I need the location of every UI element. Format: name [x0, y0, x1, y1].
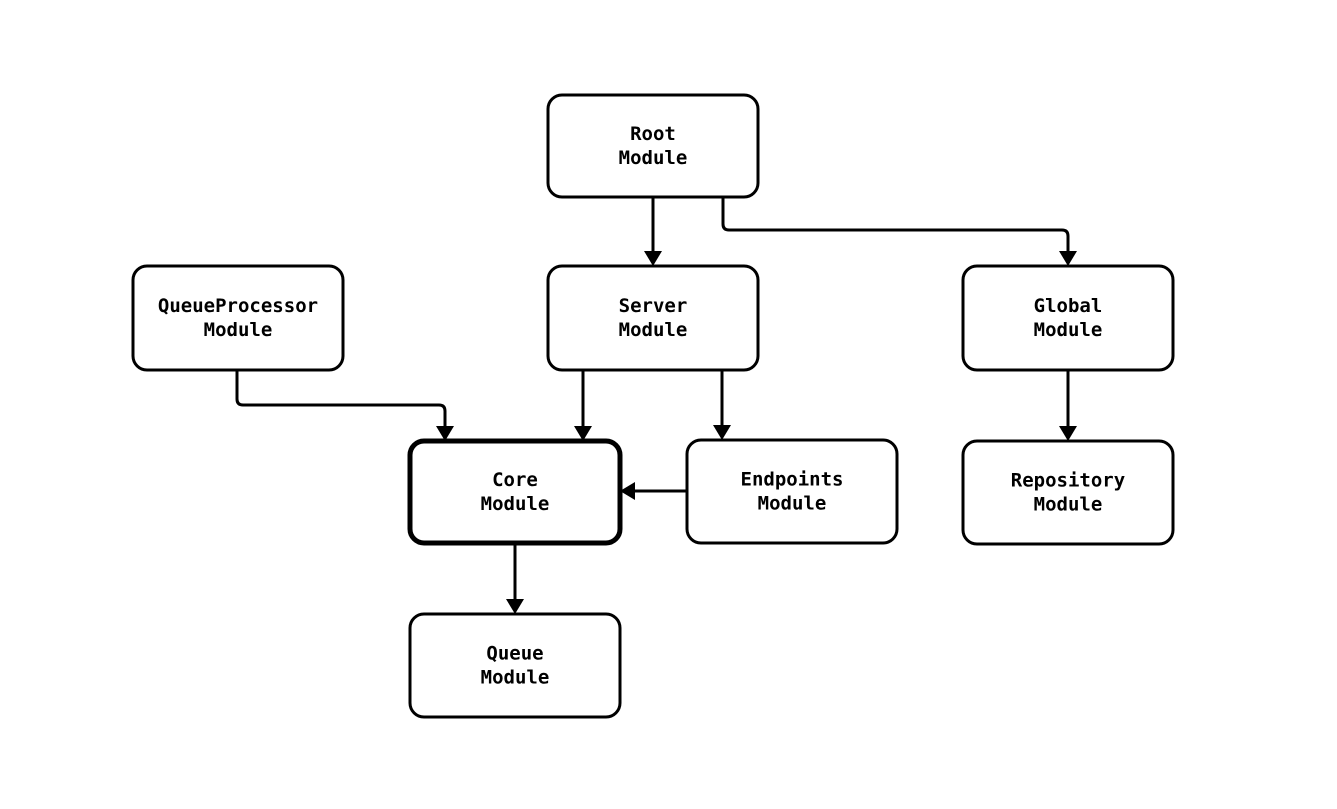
- edge-root-to-global: [721, 197, 1077, 266]
- node-label-line2: Module: [1034, 318, 1103, 340]
- node-label-line1: Server: [619, 295, 688, 317]
- node-label-line2: Module: [481, 666, 550, 688]
- node-box[interactable]: [546, 264, 760, 372]
- node-box[interactable]: [685, 438, 899, 545]
- edge-server-to-endpoints: [713, 370, 731, 440]
- node-label-line1: Repository: [1011, 469, 1125, 491]
- edge-line: [721, 197, 1070, 256]
- node-label-line1: Queue: [486, 642, 543, 664]
- edge-core-to-queue: [506, 543, 524, 614]
- node-box[interactable]: [408, 612, 622, 719]
- edge-server-to-core: [574, 370, 592, 441]
- edge-global-to-repository: [1059, 370, 1077, 441]
- edge-queueprocessor-to-core: [235, 370, 454, 441]
- node-label-line2: Module: [758, 492, 827, 514]
- arrowhead-icon: [1059, 251, 1077, 266]
- node-label-line1: Core: [492, 469, 538, 491]
- node-label-line1: Endpoints: [741, 468, 844, 490]
- node-label-line2: Module: [1034, 493, 1103, 515]
- edges-layer: [235, 197, 1077, 614]
- arrowhead-icon: [574, 426, 592, 441]
- arrowhead-icon: [506, 599, 524, 614]
- node-box[interactable]: [961, 264, 1175, 372]
- edge-root-to-server: [644, 197, 662, 266]
- arrowhead-icon: [1059, 426, 1077, 441]
- node-label-line1: QueueProcessor: [158, 295, 318, 317]
- arrowhead-icon: [644, 251, 662, 266]
- edge-line: [235, 370, 447, 431]
- node-label-line2: Module: [481, 492, 550, 514]
- edge-endpoints-to-core: [620, 482, 687, 500]
- arrowhead-icon: [436, 426, 454, 441]
- node-label-line2: Module: [619, 318, 688, 340]
- node-box[interactable]: [546, 93, 760, 199]
- node-label-line2: Module: [204, 318, 273, 340]
- node-box[interactable]: [407, 438, 623, 546]
- node-label-line1: Global: [1034, 295, 1103, 317]
- node-label-line1: Root: [630, 123, 676, 145]
- node-box[interactable]: [961, 439, 1175, 546]
- node-label-line2: Module: [619, 146, 688, 168]
- node-box[interactable]: [131, 264, 345, 372]
- arrowhead-icon: [620, 482, 635, 500]
- arrowhead-icon: [713, 425, 731, 440]
